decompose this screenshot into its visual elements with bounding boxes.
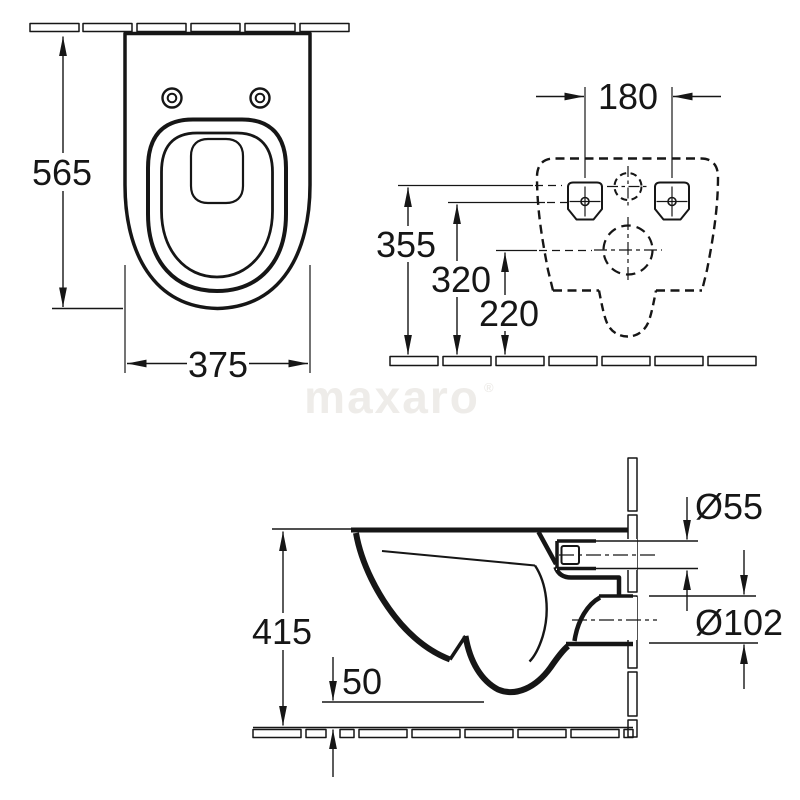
fixing-plate-right bbox=[654, 181, 690, 221]
side-view: 415 50 Ø55 Ø102 bbox=[251, 457, 783, 777]
dimension-inlet-diameter-55: Ø55 bbox=[683, 486, 763, 611]
profile-seat-back bbox=[536, 530, 558, 566]
dimension-outlet-height-220: 220 bbox=[479, 249, 592, 355]
watermark-text: maxaro bbox=[304, 371, 480, 423]
water-inlet-circle bbox=[607, 166, 649, 207]
dimension-height-415: 415 bbox=[251, 528, 352, 726]
dimension-label-375: 375 bbox=[188, 344, 248, 385]
seat-hinge-hole-right bbox=[249, 87, 271, 109]
dimension-label-50: 50 bbox=[342, 661, 382, 702]
profile-inner-back-curve bbox=[528, 564, 548, 663]
dimension-label-415: 415 bbox=[252, 611, 312, 652]
dimension-label-180: 180 bbox=[598, 76, 658, 117]
seat-outer-ring bbox=[146, 117, 288, 293]
top-view-body-outline bbox=[123, 31, 312, 311]
profile-back-shelf bbox=[553, 566, 622, 596]
watermark-registered-icon: ® bbox=[484, 380, 494, 395]
bowl-opening bbox=[189, 137, 245, 205]
dimension-label-565: 565 bbox=[32, 152, 92, 193]
dimension-bolt-spacing-180: 180 bbox=[536, 76, 721, 178]
dimension-label-outlet-diameter: Ø102 bbox=[695, 602, 783, 643]
dimension-label-inlet-diameter: Ø55 bbox=[695, 486, 763, 527]
profile-front-curve bbox=[353, 532, 452, 663]
profile-inner-rim bbox=[381, 550, 536, 567]
dimension-outlet-diameter-102: Ø102 bbox=[649, 550, 783, 689]
rear-view: 180 bbox=[376, 76, 757, 367]
profile-front-notch bbox=[448, 635, 467, 661]
dimension-width-375: 375 bbox=[124, 265, 311, 385]
dimension-bolt-height-320: 320 bbox=[430, 201, 570, 355]
rear-body-dashed-outline bbox=[535, 157, 720, 338]
side-toilet-profile bbox=[351, 527, 698, 696]
seat-inner-ring bbox=[160, 131, 274, 279]
drain-pipe-left-curve bbox=[572, 595, 602, 642]
dimension-label-220: 220 bbox=[479, 293, 539, 334]
wall-hatch bbox=[29, 22, 350, 33]
drain-outlet-circle bbox=[594, 217, 662, 284]
profile-bowl-bottom bbox=[462, 635, 570, 696]
side-floor-hatch bbox=[252, 726, 634, 739]
seat-hinge-hole-left bbox=[161, 87, 183, 109]
top-view: 565 375 bbox=[29, 22, 350, 385]
dimension-clearance-50: 50 bbox=[322, 657, 484, 777]
watermark: maxaro ® bbox=[304, 371, 494, 423]
rear-floor-hatch bbox=[389, 355, 757, 367]
fixing-plate-left bbox=[567, 181, 603, 221]
dimension-depth-565: 565 bbox=[32, 36, 123, 310]
dimension-label-355: 355 bbox=[376, 224, 436, 265]
dimension-label-320: 320 bbox=[431, 259, 491, 300]
dimension-inlet-height-355: 355 bbox=[376, 184, 562, 355]
